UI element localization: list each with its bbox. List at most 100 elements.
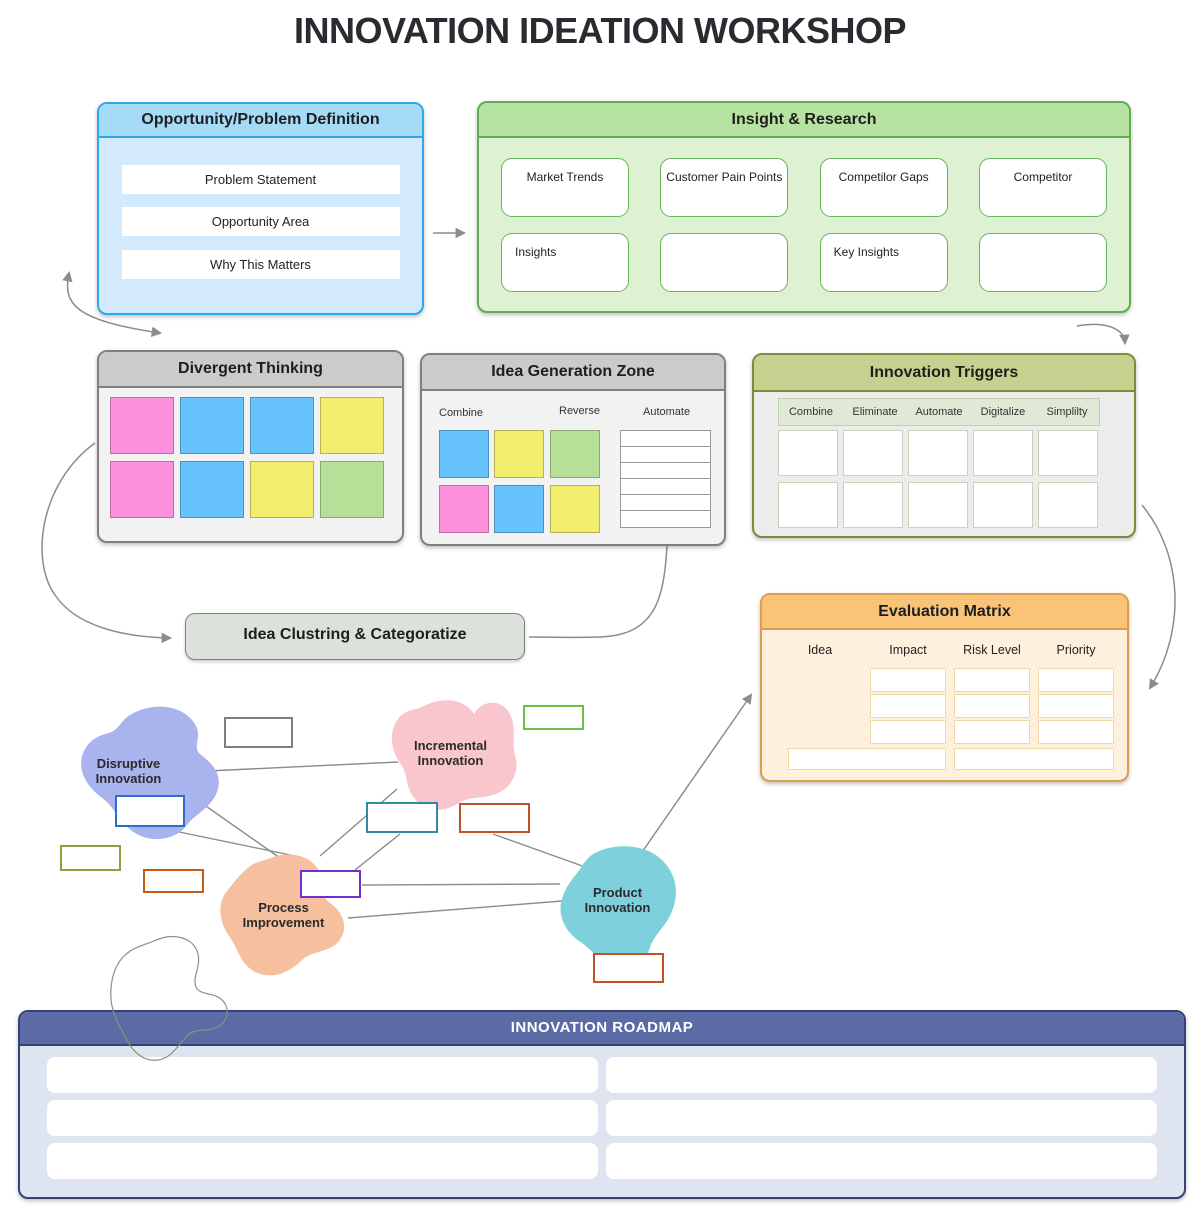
sticky-note[interactable] <box>180 461 244 518</box>
roadmap-lane[interactable] <box>47 1057 598 1093</box>
why-this-matters-field[interactable]: Why This Matters <box>121 250 400 279</box>
insight-card-customer-pain-points[interactable]: Customer Pain Points <box>660 158 789 217</box>
trigger-cell[interactable] <box>843 430 903 476</box>
divergent-panel-title: Divergent Thinking <box>99 352 402 388</box>
sticky-note[interactable] <box>110 397 174 454</box>
blob-label-process: Process Improvement <box>242 900 325 930</box>
sticky-note[interactable] <box>494 485 544 533</box>
blob-label-incremental: Incremental Innovation <box>414 738 487 768</box>
automate-list-row[interactable] <box>621 511 710 526</box>
automate-list <box>620 430 711 528</box>
eval-cell[interactable] <box>1038 668 1114 692</box>
trigger-cell[interactable] <box>973 430 1033 476</box>
trigger-column-simplify: Simplilty <box>1046 406 1088 418</box>
trigger-cell[interactable] <box>908 430 968 476</box>
trigger-column-digitalize: Digitalize <box>980 406 1026 418</box>
eval-column-risk-level: Risk Level <box>963 643 1021 657</box>
note-frame-blue[interactable] <box>115 795 185 827</box>
roadmap-lane[interactable] <box>606 1057 1157 1093</box>
sticky-note[interactable] <box>110 461 174 518</box>
insight-card-grid: Market Trends Customer Pain Points Compe… <box>479 138 1129 292</box>
note-frame-teal[interactable] <box>366 802 438 833</box>
insight-card-market-trends[interactable]: Market Trends <box>501 158 629 217</box>
eval-cell[interactable] <box>954 720 1030 744</box>
automate-list-row[interactable] <box>621 463 710 479</box>
eval-cell[interactable] <box>870 720 946 744</box>
opportunity-panel-title: Opportunity/Problem Definition <box>99 104 422 138</box>
blob-product-innovation[interactable] <box>560 846 676 967</box>
trigger-cell[interactable] <box>908 482 968 528</box>
arrow-product-evaluation <box>639 693 753 856</box>
eval-cell[interactable] <box>954 668 1030 692</box>
insight-card-empty-2[interactable] <box>978 233 1107 292</box>
roadmap-lane[interactable] <box>47 1100 598 1136</box>
sticky-note[interactable] <box>180 397 244 454</box>
trigger-column-eliminate: Eliminate <box>852 406 898 418</box>
eval-cell[interactable] <box>1038 720 1114 744</box>
line-disruptive-process-2 <box>159 827 301 858</box>
automate-list-row[interactable] <box>621 447 710 463</box>
sticky-note[interactable] <box>439 485 489 533</box>
eval-cell[interactable] <box>954 694 1030 718</box>
triggers-cell-grid <box>778 430 1098 528</box>
note-frame-purple[interactable] <box>300 870 361 898</box>
roadmap-lane[interactable] <box>606 1143 1157 1179</box>
trigger-cell[interactable] <box>778 430 838 476</box>
combine-column-label: Combine <box>439 407 484 419</box>
opportunity-area-field[interactable]: Opportunity Area <box>121 207 400 236</box>
note-frame-rust[interactable] <box>459 803 530 833</box>
eval-cell[interactable] <box>1038 694 1114 718</box>
insight-card-insights[interactable]: Insights <box>501 233 629 292</box>
idea-generation-panel: Idea Generation Zone Combine Reverse Aut… <box>420 353 726 546</box>
eval-cell-wide[interactable] <box>954 748 1114 770</box>
sticky-note[interactable] <box>439 430 489 478</box>
sticky-note[interactable] <box>494 430 544 478</box>
idea-clustering-box[interactable]: Idea Clustring & Categoratize <box>185 613 525 660</box>
arrow-triggers-evaluation <box>1141 504 1176 690</box>
automate-list-row[interactable] <box>621 479 710 495</box>
automate-list-row[interactable] <box>621 495 710 511</box>
note-frame-gray[interactable] <box>224 717 293 748</box>
roadmap-lane-grid <box>20 1046 1184 1190</box>
insight-card-empty-1[interactable] <box>660 233 789 292</box>
eval-cell-wide[interactable] <box>788 748 946 770</box>
note-frame-orange[interactable] <box>143 869 204 893</box>
eval-cell[interactable] <box>870 694 946 718</box>
arrow-opportunity-divergent <box>62 270 163 337</box>
sticky-note[interactable] <box>320 461 384 518</box>
trigger-cell[interactable] <box>1038 430 1098 476</box>
sticky-note[interactable] <box>250 461 314 518</box>
note-frame-green[interactable] <box>523 705 584 730</box>
sticky-note[interactable] <box>250 397 314 454</box>
roadmap-lane[interactable] <box>47 1143 598 1179</box>
blob-incremental-innovation[interactable] <box>391 700 517 810</box>
problem-statement-field[interactable]: Problem Statement <box>121 165 400 194</box>
roadmap-lane[interactable] <box>606 1100 1157 1136</box>
note-frame-olive[interactable] <box>60 845 121 871</box>
idea-generation-body: Combine Reverse Automate <box>422 391 724 542</box>
roadmap-panel-title: INNOVATION ROADMAP <box>20 1012 1184 1046</box>
eval-column-idea: Idea <box>807 643 833 657</box>
insight-card-competitor-gaps[interactable]: Competilor Gaps <box>819 158 948 217</box>
insight-card-competitor[interactable]: Competitor <box>978 158 1107 217</box>
divergent-note-grid <box>99 388 402 527</box>
note-frame-rust-2[interactable] <box>593 953 664 983</box>
trigger-cell[interactable] <box>843 482 903 528</box>
trigger-cell[interactable] <box>1038 482 1098 528</box>
triggers-header-strip: Combine Eliminate Automate Digitalize Si… <box>778 398 1100 426</box>
connector-ideagen-clustering <box>528 544 668 639</box>
line-incremental-product <box>492 833 589 869</box>
trigger-column-automate: Automate <box>915 406 963 418</box>
insight-card-key-insights[interactable]: Key Insights <box>819 233 948 292</box>
trigger-cell[interactable] <box>778 482 838 528</box>
sticky-note[interactable] <box>550 430 600 478</box>
eval-cell[interactable] <box>870 668 946 692</box>
cluster-relation-lines <box>159 761 589 919</box>
sticky-note[interactable] <box>320 397 384 454</box>
sticky-note[interactable] <box>550 485 600 533</box>
automate-list-row[interactable] <box>621 431 710 447</box>
evaluation-panel-title: Evaluation Matrix <box>762 595 1127 630</box>
trigger-cell[interactable] <box>973 482 1033 528</box>
reverse-column-label: Reverse <box>559 405 600 417</box>
innovation-roadmap-panel: INNOVATION ROADMAP <box>18 1010 1186 1199</box>
